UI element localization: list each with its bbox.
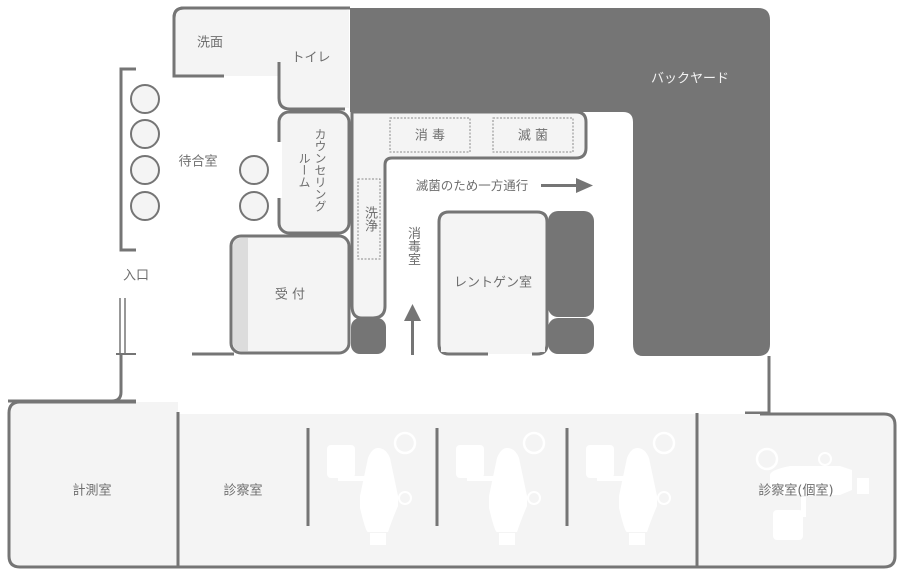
- disinfection-room-label: 消毒室: [405, 226, 420, 266]
- waiting-room-wall: [119, 67, 136, 252]
- reception-counter: [229, 234, 351, 355]
- sterilization-corridor: [350, 110, 588, 320]
- sterilization-station-label: 滅 菌: [517, 128, 549, 144]
- sterilization-station: [492, 117, 574, 153]
- measurement-room-label: 計測室: [72, 483, 112, 499]
- cleaning-station-label: 洗浄: [362, 206, 377, 232]
- backyard-label: バックヤード: [650, 71, 730, 87]
- toilet-label: トイレ: [291, 50, 331, 66]
- examination-room-label: 診察室: [223, 483, 263, 499]
- counseling-room-label-line2: ルーム: [297, 152, 311, 188]
- private-examination-room-label: 診察室(個室): [758, 483, 834, 499]
- disinfection-station-label: 消 毒: [414, 128, 446, 144]
- cleaning-station: [357, 178, 381, 260]
- washroom-label: 洗面: [196, 35, 224, 51]
- dental-chair-icon: [755, 447, 869, 540]
- entrance-label: 入口: [122, 268, 150, 284]
- storage-block: [351, 318, 386, 354]
- storage-block: [548, 318, 594, 354]
- counseling-room-label: カウンセリング ルーム: [290, 128, 334, 212]
- storage-block: [548, 211, 594, 317]
- arrow-right-icon: [541, 178, 593, 193]
- backyard-area: [350, 8, 770, 356]
- entrance-door: [8, 298, 136, 403]
- arrow-up-icon: [404, 304, 421, 355]
- disinfection-station: [389, 117, 471, 153]
- reception-label: 受 付: [274, 287, 306, 303]
- xray-room-label: レントゲン室: [453, 275, 533, 291]
- one-way-note: 滅菌のため一方通行: [415, 177, 529, 193]
- waiting-room-label: 待合室: [178, 154, 218, 170]
- counseling-room-label-line1: カウンセリング: [313, 128, 327, 212]
- waiting-chairs: [130, 84, 269, 221]
